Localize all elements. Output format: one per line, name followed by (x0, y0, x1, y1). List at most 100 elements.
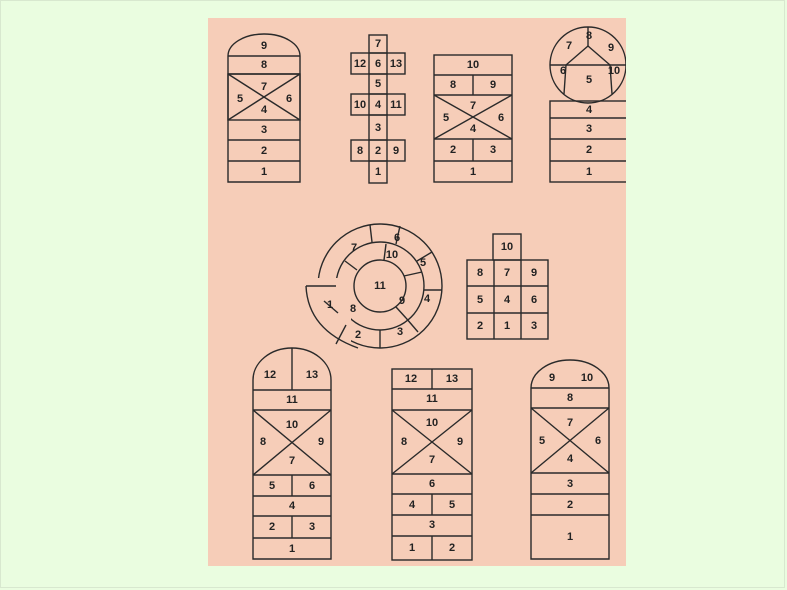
cell-label: 7 (351, 242, 357, 254)
cell-label: 6 (429, 478, 435, 490)
cell-label: 3 (586, 123, 592, 135)
hopscotch-diagram-7: 12 13 11 10 8 9 7 5 6 4 2 3 1 (253, 348, 331, 559)
cell-label: 8 (567, 392, 573, 404)
cell-label: 9 (457, 436, 463, 448)
cell-label: 13 (446, 373, 458, 385)
cell-label: 4 (586, 104, 593, 116)
cell-label: 1 (470, 166, 476, 178)
cell-label: 5 (237, 93, 243, 105)
cell-label: 8 (261, 59, 267, 71)
cell-label: 13 (306, 369, 318, 381)
cell-label: 12 (354, 58, 366, 70)
cell-label: 3 (429, 519, 435, 531)
cell-label: 10 (608, 65, 620, 77)
cell-label: 4 (375, 99, 382, 111)
cell-label: 2 (375, 145, 381, 157)
cell-label: 1 (327, 299, 333, 311)
cell-label: 6 (309, 480, 315, 492)
cell-label: 6 (394, 232, 400, 244)
cell-label: 9 (608, 42, 614, 54)
cell-label: 8 (260, 436, 266, 448)
cell-label: 7 (375, 38, 381, 50)
cell-label: 4 (289, 500, 296, 512)
cell-label: 5 (375, 78, 381, 90)
cell-label: 9 (490, 79, 496, 91)
cell-label: 11 (390, 99, 402, 111)
cell-label: 6 (375, 58, 381, 70)
cell-label: 7 (289, 455, 295, 467)
cell-label: 4 (409, 499, 416, 511)
cell-label: 1 (289, 543, 295, 555)
cell-label: 3 (261, 124, 267, 136)
cell-label: 9 (318, 436, 324, 448)
cell-label: 11 (286, 394, 298, 406)
cell-label: 8 (586, 30, 592, 42)
cell-label: 5 (443, 112, 449, 124)
cell-label: 2 (586, 144, 592, 156)
cell-label: 1 (261, 166, 267, 178)
hopscotch-diagram-1: 9 8 7 5 6 4 3 2 1 (228, 34, 300, 182)
cell-label: 10 (501, 241, 513, 253)
cell-label: 5 (477, 294, 483, 306)
cell-label: 2 (477, 320, 483, 332)
cell-label: 1 (409, 542, 415, 554)
cell-label: 2 (261, 145, 267, 157)
cell-label: 10 (354, 99, 366, 111)
cell-label: 8 (477, 267, 483, 279)
cell-label: 2 (269, 521, 275, 533)
cell-label: 3 (490, 144, 496, 156)
cell-label: 4 (504, 294, 511, 306)
cell-label: 5 (449, 499, 455, 511)
cell-label: 2 (449, 542, 455, 554)
cell-label: 12 (264, 369, 276, 381)
cell-label: 4 (567, 453, 574, 465)
hopscotch-diagram-3: 10 8 9 7 5 6 4 2 3 1 (434, 55, 512, 182)
cell-label: 2 (355, 329, 361, 341)
hopscotch-diagram-9: 9 10 8 7 5 6 4 3 2 1 (531, 360, 609, 559)
cell-label: 12 (405, 373, 417, 385)
cell-label: 9 (399, 295, 405, 307)
cell-label: 3 (309, 521, 315, 533)
cell-label: 10 (386, 249, 398, 261)
hopscotch-grid: 10 8 7 9 5 4 6 2 1 3 (467, 234, 548, 339)
cell-label: 1 (375, 166, 381, 178)
cell-label: 8 (357, 145, 363, 157)
cell-label: 5 (539, 435, 545, 447)
cell-label: 8 (450, 79, 456, 91)
cell-label: 9 (393, 145, 399, 157)
cell-label: 9 (261, 40, 267, 52)
cell-label: 11 (426, 393, 438, 405)
cell-label: 6 (498, 112, 504, 124)
cell-label: 10 (426, 417, 438, 429)
hopscotch-spiral: 1 2 3 4 5 6 7 8 9 10 11 (306, 224, 442, 358)
cell-label: 5 (269, 480, 275, 492)
cell-label: 6 (531, 294, 537, 306)
cell-label: 10 (286, 419, 298, 431)
cell-label: 7 (504, 267, 510, 279)
cell-label: 7 (567, 417, 573, 429)
cell-label: 6 (286, 93, 292, 105)
cell-label: 9 (549, 372, 555, 384)
cell-label: 10 (467, 59, 479, 71)
cell-label: 3 (567, 478, 573, 490)
cell-label: 7 (429, 454, 435, 466)
hopscotch-diagrams: 9 8 7 5 6 4 3 2 1 (208, 18, 626, 566)
cell-label: 11 (374, 280, 386, 292)
cell-label: 1 (567, 531, 573, 543)
cell-label: 2 (567, 499, 573, 511)
cell-label: 7 (261, 81, 267, 93)
cell-label: 4 (424, 293, 431, 305)
hopscotch-diagram-2: 7 12 6 13 5 10 4 11 3 8 2 9 1 (351, 35, 405, 183)
cell-label: 6 (560, 65, 566, 77)
cell-label: 4 (261, 104, 268, 116)
hopscotch-sheet: 9 8 7 5 6 4 3 2 1 (208, 18, 626, 566)
cell-label: 8 (350, 303, 356, 315)
cell-label: 10 (581, 372, 593, 384)
cell-label: 1 (504, 320, 510, 332)
cell-label: 7 (470, 100, 476, 112)
cell-label: 7 (566, 40, 572, 52)
cell-label: 8 (401, 436, 407, 448)
cell-label: 5 (586, 74, 592, 86)
cell-label: 3 (375, 122, 381, 134)
